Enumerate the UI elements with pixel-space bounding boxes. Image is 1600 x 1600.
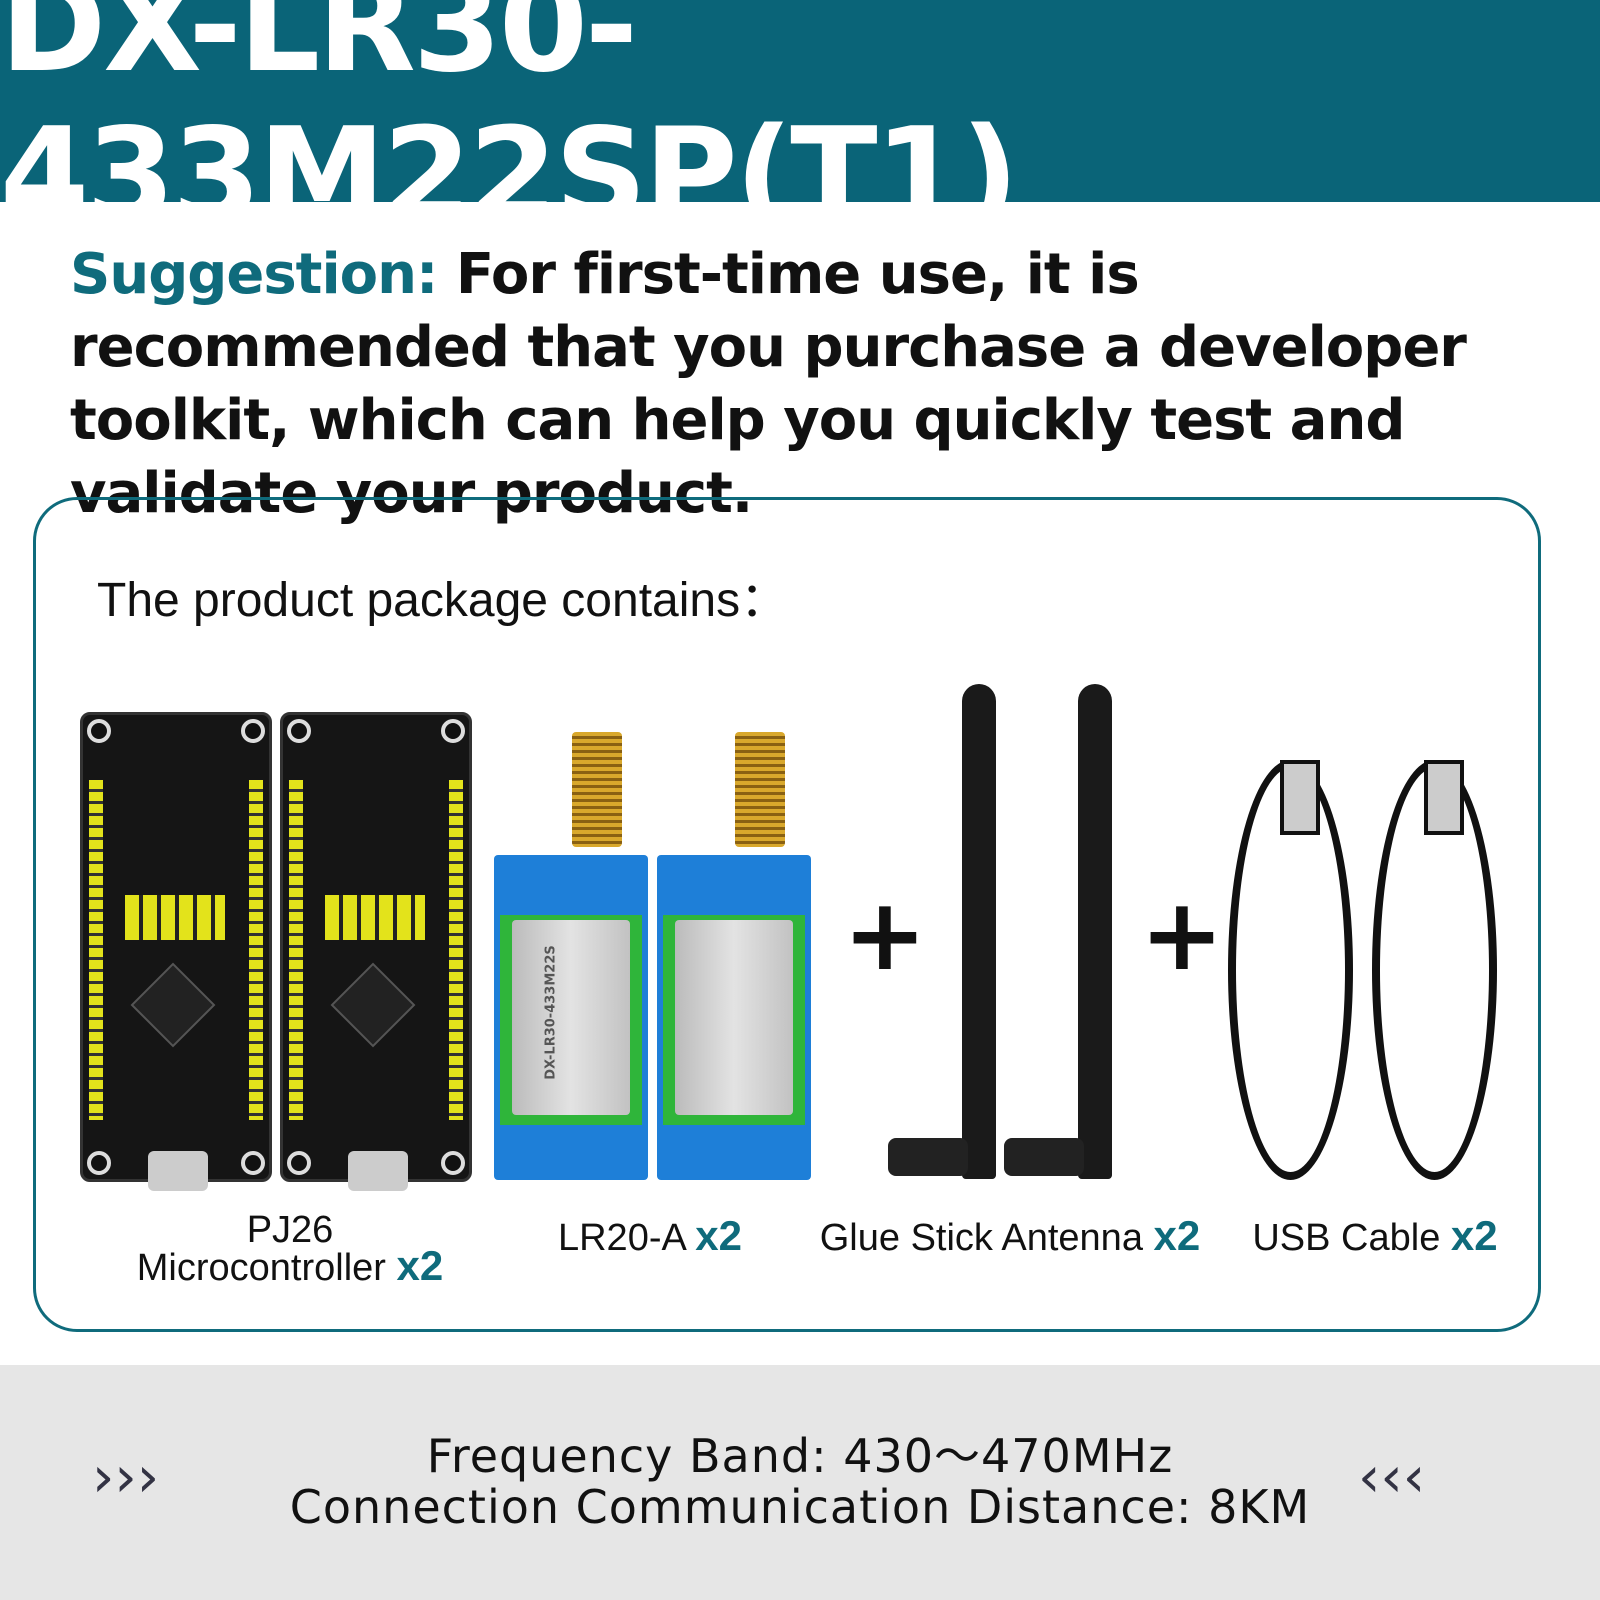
microcontroller-board-image xyxy=(280,712,472,1191)
antenna-image xyxy=(962,684,996,1179)
item-qty: x2 xyxy=(1450,1212,1498,1259)
item-qty: x2 xyxy=(1153,1212,1201,1259)
spec-band xyxy=(0,1365,1600,1600)
product-title: DX-LR30-433M22SP(T1) xyxy=(0,0,1019,250)
item-name: LR20-A xyxy=(557,1217,685,1259)
item-name: PJ26 xyxy=(246,1209,334,1251)
suggestion-lead: Suggestion: xyxy=(70,242,438,307)
item-label-antenna: Glue Stick Antenna x2 xyxy=(800,1215,1220,1259)
suggestion-text: Suggestion: For first-time use, it is re… xyxy=(70,238,1550,530)
item-label-module: LR20-A x2 xyxy=(520,1215,780,1259)
plus-icon: + xyxy=(1140,876,1224,993)
suggestion-body: For first-time use, it is recommended th… xyxy=(70,242,1467,526)
item-label-microcontroller: PJ26 Microcontroller x2 xyxy=(110,1209,470,1289)
item-label-usb-cable: USB Cable x2 xyxy=(1235,1215,1515,1259)
item-name: Glue Stick Antenna xyxy=(819,1217,1143,1259)
item-qty: x2 xyxy=(396,1242,444,1289)
antenna-image xyxy=(1078,684,1112,1179)
microcontroller-board-image xyxy=(80,712,272,1191)
sma-connector-image xyxy=(572,732,622,847)
sma-connector-image xyxy=(735,732,785,847)
plus-icon: + xyxy=(843,876,927,993)
item-name: Microcontroller xyxy=(136,1247,386,1289)
lr20-module-image xyxy=(657,855,811,1180)
chevrons-left-icon: ‹‹‹ xyxy=(1358,1445,1426,1510)
chevrons-right-icon: ››› xyxy=(92,1445,160,1510)
module-marking: DX-LR30-433M22S xyxy=(543,945,559,1080)
frequency-band: Frequency Band: 430～470MHz xyxy=(426,1429,1174,1483)
title-banner: DX-LR30-433M22SP(T1) xyxy=(0,0,1600,250)
package-contents-box xyxy=(33,497,1541,1332)
communication-distance: Connection Communication Distance: 8KM xyxy=(289,1480,1311,1534)
item-qty: x2 xyxy=(695,1212,743,1259)
package-heading: The product package contains： xyxy=(97,574,789,627)
item-name: USB Cable xyxy=(1252,1217,1441,1259)
lr20-module-image: DX-LR30-433M22S xyxy=(494,855,648,1180)
